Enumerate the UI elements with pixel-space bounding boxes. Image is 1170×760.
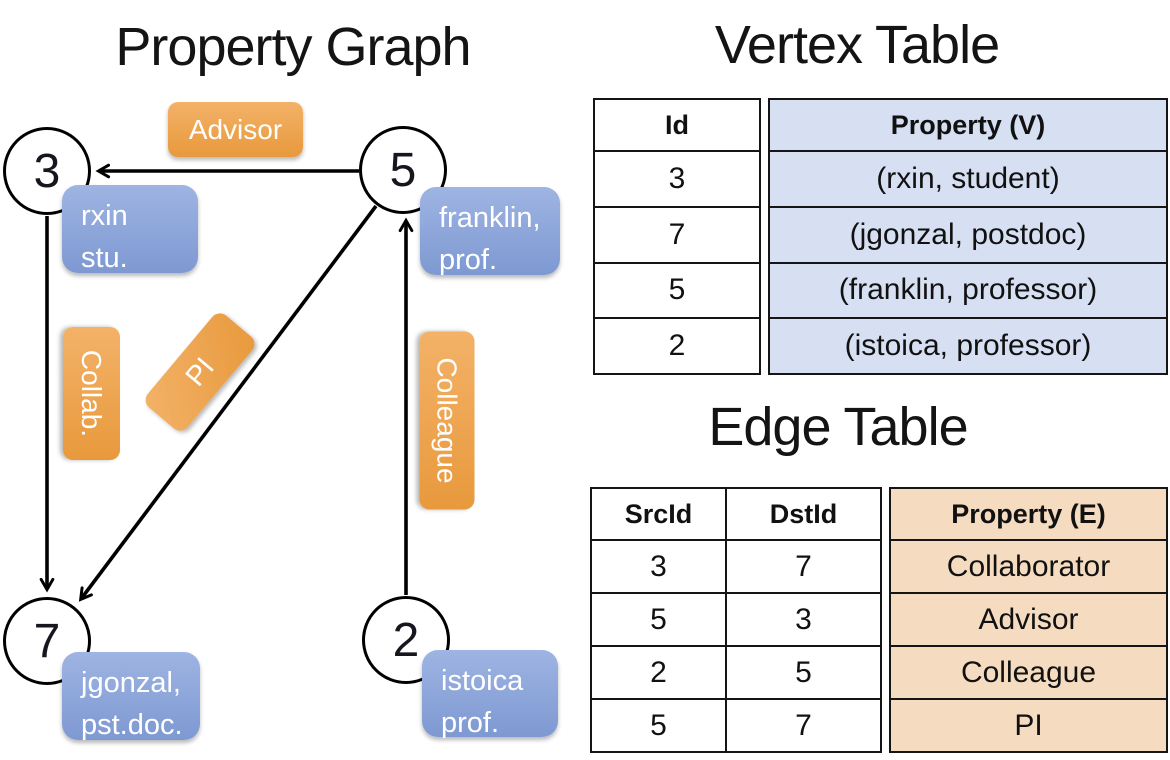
- property-graph-title: Property Graph: [115, 17, 471, 77]
- vertex-property-line: istoica: [441, 665, 524, 697]
- vertex-property-box-5: franklin, prof.: [420, 187, 560, 276]
- edge-dstid-cell: 7: [725, 698, 880, 751]
- edge-srcid-cell: 5: [592, 592, 725, 645]
- edge-dstid-cell: 3: [725, 592, 880, 645]
- node-5: 5: [359, 126, 447, 214]
- edge-label-colleague: Colleague: [419, 331, 475, 510]
- vertex-property-box-3: rxin stu.: [62, 185, 198, 274]
- edge-table-property-column: Property (E) Collaborator Advisor Collea…: [889, 487, 1168, 753]
- vertex-property-line: prof.: [439, 244, 498, 276]
- edge-dstid-cell: 7: [725, 539, 880, 592]
- vertex-property-line: pst.doc.: [81, 709, 183, 741]
- vertex-property-cell: (rxin, student): [770, 150, 1166, 206]
- vertex-property-line: prof.: [441, 707, 500, 739]
- vertex-table-property-header: Property (V): [770, 100, 1166, 150]
- edge-property-cell: Advisor: [891, 592, 1166, 645]
- edge-srcid-cell: 5: [592, 698, 725, 751]
- edge-label-advisor: Advisor: [168, 102, 303, 157]
- edge-dstid-cell: 5: [725, 645, 880, 698]
- vertex-table-id-header: Id: [665, 109, 689, 140]
- node-3: 3: [3, 127, 91, 215]
- edge-table-property-header: Property (E): [891, 489, 1166, 539]
- edge-label-collab: Collab.: [63, 327, 120, 460]
- vertex-property-line: stu.: [81, 242, 128, 274]
- vertex-property-line: rxin: [81, 200, 128, 232]
- edge-property-cell: Collaborator: [891, 539, 1166, 592]
- edge-property-cell: PI: [891, 698, 1166, 751]
- vertex-table-title: Vertex Table: [714, 15, 1000, 75]
- edge-property-cell: Colleague: [891, 645, 1166, 698]
- vertex-table-property-column: Property (V) (rxin, student) (jgonzal, p…: [768, 98, 1168, 375]
- edge-table-dstid-header: DstId: [725, 489, 880, 539]
- edge-pi-line: [78, 204, 378, 602]
- edge-table-title: Edge Table: [708, 397, 968, 457]
- vertex-id-cell: 5: [595, 261, 759, 318]
- vertex-property-cell: (jgonzal, postdoc): [770, 205, 1166, 262]
- vertex-property-box-2: istoica prof.: [422, 650, 558, 739]
- vertex-id-cell: 7: [595, 205, 759, 262]
- edge-table-id-columns: SrcId DstId 3 7 5 3 2 5 5 7: [590, 487, 882, 753]
- edge-srcid-cell: 2: [592, 645, 725, 698]
- edge-table-srcid-header: SrcId: [624, 498, 693, 529]
- vertex-property-line: franklin,: [439, 202, 541, 234]
- vertex-table-id-column: Id 3 7 5 2: [593, 98, 761, 375]
- edge-srcid-cell: 3: [592, 539, 725, 592]
- vertex-id-cell: 3: [595, 150, 759, 206]
- vertex-property-line: jgonzal,: [81, 667, 181, 699]
- vertex-id-cell: 2: [595, 317, 759, 373]
- vertex-property-cell: (franklin, professor): [770, 261, 1166, 318]
- vertex-property-box-7: jgonzal, pst.doc.: [62, 652, 200, 741]
- vertex-property-cell: (istoica, professor): [770, 317, 1166, 373]
